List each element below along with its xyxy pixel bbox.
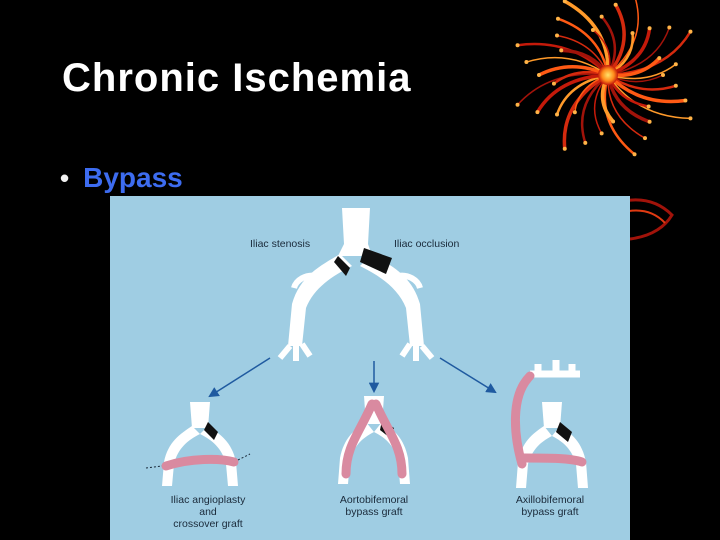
slide-title: Chronic Ischemia xyxy=(62,56,412,100)
bullet-item: • Bypass xyxy=(60,162,183,194)
aortobifemoral-graft-figure xyxy=(338,396,410,484)
arrow-left xyxy=(208,357,271,398)
aorta-top xyxy=(277,208,435,361)
label-aortobifemoral: Aortobifemoral bypass graft xyxy=(339,494,409,518)
arrow-right xyxy=(439,357,497,394)
label-axillobifemoral: Axillobifemoral bypass graft xyxy=(515,494,585,518)
crossover-graft-figure xyxy=(145,402,251,486)
bullet-text: Bypass xyxy=(83,162,183,193)
bypass-diagram: Iliac stenosis Iliac occlusion Iliac ang… xyxy=(110,196,630,540)
axillobifemoral-graft-figure xyxy=(511,360,588,488)
radiating-sunburst-icon xyxy=(515,0,693,157)
vessel-illustration xyxy=(145,208,588,488)
label-iliac-angioplasty: Iliac angioplasty and crossover graft xyxy=(170,494,246,530)
bullet-dot-icon: • xyxy=(60,162,70,193)
label-iliac-occlusion: Iliac occlusion xyxy=(394,238,460,250)
label-iliac-stenosis: Iliac stenosis xyxy=(250,238,311,250)
